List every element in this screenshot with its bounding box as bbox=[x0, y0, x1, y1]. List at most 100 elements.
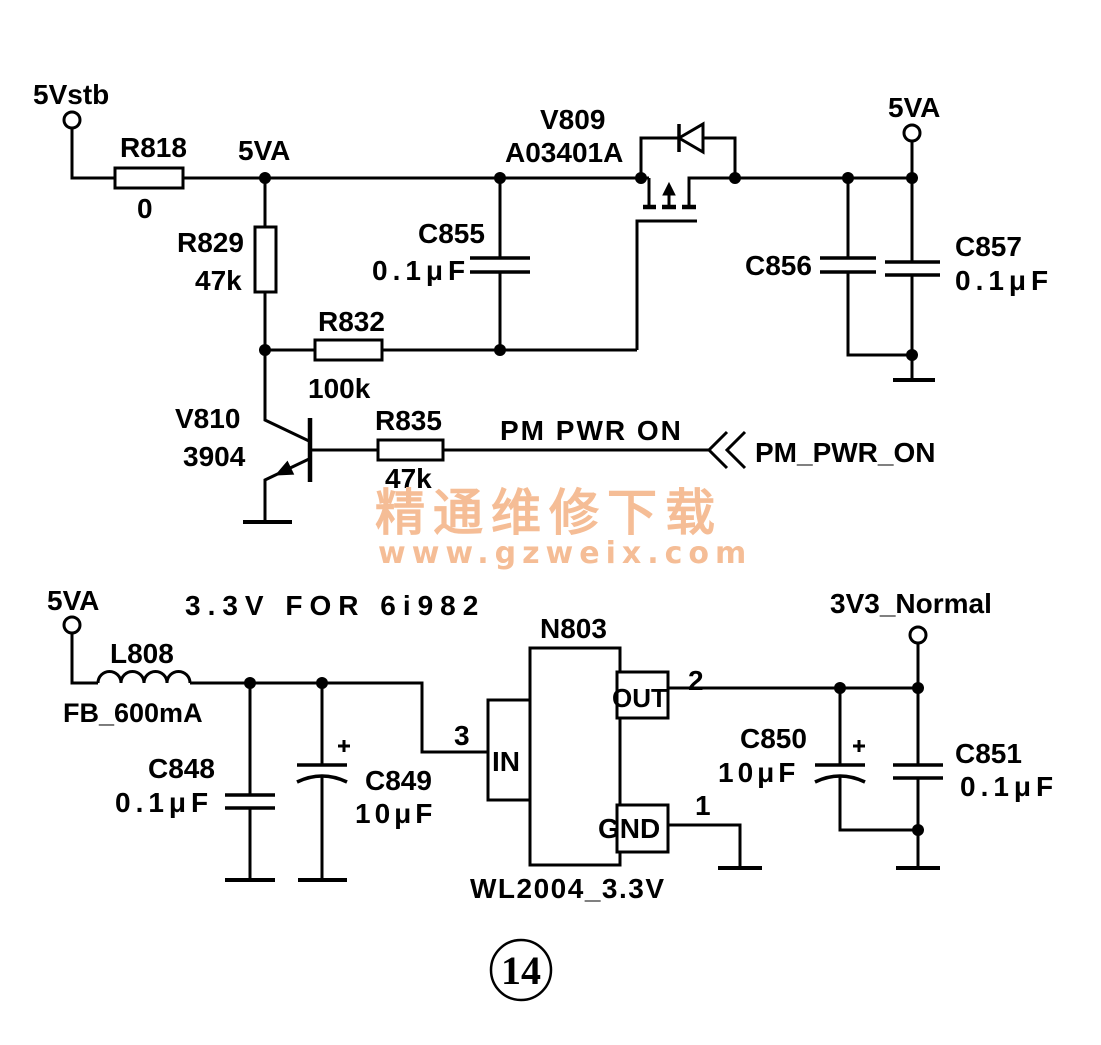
resistor-body bbox=[313, 338, 384, 362]
figure-number-circle bbox=[489, 938, 553, 1002]
wire-input-rail bbox=[190, 681, 488, 754]
pin-box-gnd bbox=[615, 803, 670, 854]
bottom-circuit: 3.3V FOR 6i982 5VA L808 FB_600mA C848 0.… bbox=[47, 585, 1058, 904]
terminal-label: 5VA bbox=[47, 585, 99, 616]
terminal-label: 3V3_Normal bbox=[830, 588, 992, 619]
capacitor-ref: C857 bbox=[955, 231, 1022, 262]
pin-number-in: 3 bbox=[454, 720, 470, 751]
capacitor-c849: C849 10μF bbox=[296, 683, 436, 882]
junction-dot bbox=[316, 677, 328, 689]
watermark: 精通维修下载 www.gzweix.com bbox=[375, 484, 746, 571]
regulator-part: WL2004_3.3V bbox=[470, 873, 666, 904]
capacitor-value: 10μF bbox=[355, 798, 436, 829]
port-label: PM_PWR_ON bbox=[755, 437, 935, 468]
transistor-part: 3904 bbox=[183, 441, 246, 472]
pin-name-gnd: GND bbox=[598, 813, 660, 844]
drain-lead bbox=[687, 176, 735, 207]
resistor-body bbox=[113, 166, 185, 190]
terminal-circle bbox=[62, 615, 82, 635]
junction-dot bbox=[906, 172, 918, 184]
capacitor-c851: C851 0.1μF bbox=[893, 688, 1058, 870]
pin-name-out: OUT bbox=[612, 683, 667, 713]
capacitor-c848: C848 0.1μF bbox=[115, 683, 275, 882]
figure-number: 14 bbox=[489, 938, 553, 1002]
resistor-value: 47k bbox=[385, 463, 432, 494]
terminal-3v3-normal: 3V3_Normal bbox=[830, 588, 992, 688]
capacitor-value: 0.1μF bbox=[115, 787, 213, 818]
junction-dot bbox=[259, 344, 271, 356]
junction-dot bbox=[834, 682, 846, 694]
pin-number-out: 2 bbox=[688, 665, 704, 696]
junction-dots bbox=[259, 172, 918, 361]
resistor-ref: R832 bbox=[318, 306, 385, 337]
transistor-ref: V810 bbox=[175, 403, 240, 434]
junction-dot bbox=[494, 344, 506, 356]
junction-dot bbox=[259, 172, 271, 184]
capacitor-ref: C856 bbox=[745, 250, 812, 281]
terminal-5vstb: 5Vstb bbox=[33, 79, 109, 130]
figure-number-text: 14 bbox=[501, 948, 541, 993]
capacitor-c850: C850 10μF bbox=[718, 688, 918, 832]
watermark-name: 精通维修下载 bbox=[375, 484, 723, 542]
emitter-lead bbox=[263, 457, 310, 522]
port-chevron bbox=[724, 430, 747, 470]
junction-dot bbox=[906, 349, 918, 361]
body-diode bbox=[639, 121, 737, 178]
junction-dot bbox=[729, 172, 741, 184]
mosfet-ref: V809 bbox=[540, 104, 605, 135]
resistor-value: 100k bbox=[308, 373, 371, 404]
emitter-arrow bbox=[274, 460, 295, 476]
circuit-title: 3.3V FOR 6i982 bbox=[185, 590, 485, 621]
resistor-r832: R832 100k bbox=[265, 306, 637, 404]
pin-name-in: IN bbox=[492, 746, 520, 777]
junction-dot bbox=[912, 682, 924, 694]
resistor-ref: R829 bbox=[177, 227, 244, 258]
pin-box-in bbox=[486, 698, 532, 802]
pin-box-out bbox=[615, 670, 670, 720]
resistor-ref: R818 bbox=[120, 132, 187, 163]
gnd-pin-connection bbox=[668, 823, 762, 870]
junction-dot bbox=[842, 172, 854, 184]
capacitor-value: 0.1μF bbox=[955, 265, 1053, 296]
terminal-label: 5Vstb bbox=[33, 79, 109, 110]
junction-dots bbox=[244, 677, 924, 836]
terminal-circle bbox=[62, 110, 82, 130]
junction-dot bbox=[244, 677, 256, 689]
inductor-l808: L808 FB_600mA bbox=[63, 638, 203, 728]
wire bbox=[639, 136, 679, 178]
terminal-circle bbox=[902, 123, 922, 143]
mosfet-part: A03401A bbox=[505, 137, 623, 168]
net-label-5va: 5VA bbox=[238, 135, 290, 166]
pin-number-gnd: 1 bbox=[695, 790, 711, 821]
regulator-n803: N803 IN OUT GND 3 2 1 WL2004_3.3V bbox=[454, 613, 711, 904]
regulator-ref: N803 bbox=[540, 613, 607, 644]
wire bbox=[668, 823, 742, 868]
capacitor-ref: C851 bbox=[955, 738, 1022, 769]
gate-lead bbox=[635, 219, 697, 350]
capacitor-ref: C848 bbox=[148, 753, 215, 784]
top-circuit: 5Vstb R818 0 5VA R829 47k C855 0.1μF bbox=[33, 79, 1053, 524]
terminal-label: 5VA bbox=[888, 92, 940, 123]
junction-dot bbox=[912, 824, 924, 836]
collector-lead bbox=[263, 350, 310, 443]
resistor-body bbox=[253, 225, 278, 294]
capacitor-value: 10μF bbox=[718, 757, 799, 788]
resistor-value: 47k bbox=[195, 265, 242, 296]
port-chevron bbox=[706, 430, 729, 470]
resistor-r818: R818 0 bbox=[113, 132, 187, 224]
terminal-circle bbox=[908, 625, 928, 645]
capacitor-ref: C855 bbox=[418, 218, 485, 249]
inductor-value: FB_600mA bbox=[63, 698, 203, 728]
wire bbox=[70, 128, 115, 180]
inductor-ref: L808 bbox=[110, 638, 174, 669]
resistor-value: 0 bbox=[137, 193, 153, 224]
mosfet-v809: V809 A03401A bbox=[505, 104, 735, 350]
capacitor-c856: C856 bbox=[745, 178, 912, 357]
resistor-r829: R829 47k bbox=[177, 178, 278, 350]
terminal-5va-input: 5VA bbox=[47, 585, 99, 635]
capacitor-ref: C850 bbox=[740, 723, 807, 754]
capacitor-value: 0.1μF bbox=[960, 771, 1058, 802]
net-label-control: PM PWR ON bbox=[500, 415, 683, 446]
body-arrow bbox=[662, 181, 676, 196]
